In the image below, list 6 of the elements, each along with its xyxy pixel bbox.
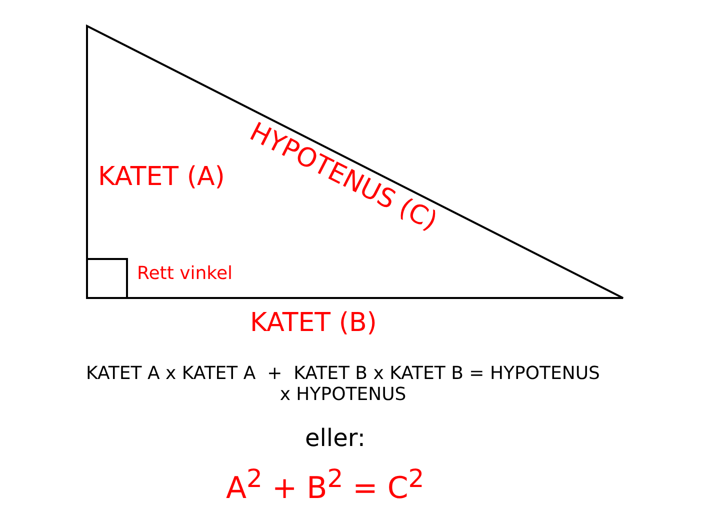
equation-text: KATET A x KATET A + KATET B x KATET B = HYPOTENUS x HYPOTENUS: [85, 364, 601, 406]
right-angle-label: Rett vinkel: [137, 264, 233, 285]
connector-word: eller:: [305, 425, 366, 453]
leg-label: KATET (B): [250, 309, 377, 339]
leg-label: KATET (A): [98, 163, 225, 193]
formula-text: A$^{2}$ + B$^{2}$ = C$^{2}$: [226, 465, 424, 506]
